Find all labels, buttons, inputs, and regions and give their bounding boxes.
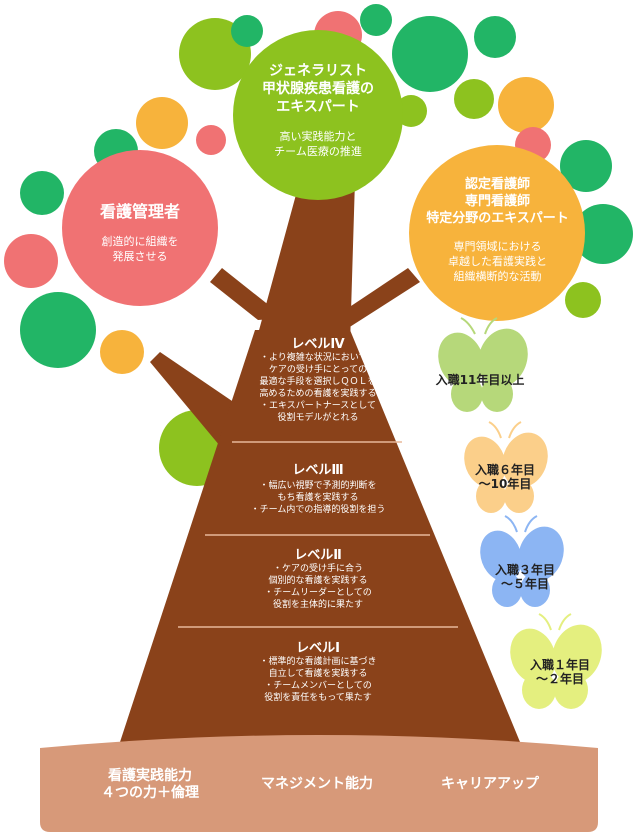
generalist-title-line: エキスパート [276, 99, 360, 115]
certified-title-line: 専門看護師 [464, 194, 530, 209]
base-label-line: ４つの力＋倫理 [101, 785, 199, 801]
level-2-desc-line: ・チームリーダーとしての [264, 588, 372, 598]
year-label-1-2: 入職１年目 ～２年目 [500, 658, 620, 686]
level-3-desc: ・幅広い視野で予測的判断を もち看護を実践する ・チーム内での指導的役割を担う [198, 480, 438, 516]
tree-base [40, 735, 598, 832]
decorative-dots [4, 4, 633, 486]
base-career-up: キャリアアップ [410, 776, 570, 793]
year-label-line: 入職３年目 [494, 563, 555, 577]
butterfly-icon [464, 421, 548, 513]
dot [20, 292, 96, 368]
level-2-desc-line: 役割を主体的に果たす [272, 600, 363, 610]
base-label-line: マネジメント能力 [261, 776, 373, 792]
certified-title-line: 認定看護師 [464, 177, 530, 192]
base-label-line: 看護実践能力 [108, 768, 192, 784]
level-1-title: レベルⅠ [296, 641, 340, 656]
manager-desc-line: 発展させる [112, 250, 168, 263]
tree-trunk [120, 330, 520, 742]
year-label-6-10: 入職６年目 ～10年目 [445, 463, 565, 491]
level-3-desc-line: ・チーム内での指導的役割を担う [250, 505, 386, 515]
manager-title-line: 看護管理者 [99, 202, 180, 221]
level-3-title: レベルⅢ [292, 463, 344, 478]
dot [474, 16, 516, 58]
generalist-title-line: 甲状腺疾患看護の [262, 81, 374, 97]
butterfly-icon [510, 613, 602, 709]
tree-branches [150, 180, 420, 470]
dot [136, 97, 188, 149]
butterfly-icon [480, 515, 564, 607]
generalist-desc-line: 高い実践能力と [279, 130, 357, 143]
dot [565, 282, 601, 318]
dot [454, 79, 494, 119]
year-label-line: ～５年目 [500, 577, 549, 591]
year-label-line: ～２年目 [535, 672, 584, 686]
level-4-desc-line: 役割モデルがとれる [277, 413, 359, 423]
dot [231, 15, 263, 47]
base-nursing-practice: 看護実践能力 ４つの力＋倫理 [70, 768, 230, 802]
butterfly-icon [438, 317, 528, 412]
certified-title-line: 特定分野のエキスパート [426, 211, 569, 226]
dot [360, 4, 392, 36]
level-2-title: レベルⅡ [294, 548, 342, 563]
generalist-title-line: ジェネラリスト [269, 63, 367, 79]
certified-desc-line: 卓越した看護実践と [448, 255, 547, 268]
manager-label: 看護管理者 創造的に組織を 発展させる [65, 202, 215, 264]
certified-desc-line: 専門領域における [453, 240, 542, 253]
level-4-desc-line: ケアの受け手にとっての [268, 365, 368, 375]
level-4-desc-line: 最適な手段を選択しＱＯＬを [259, 377, 377, 387]
level-4-title: レベルⅣ [291, 337, 345, 352]
base-management: マネジメント能力 [232, 776, 402, 793]
year-label-line: ～10年目 [478, 477, 532, 491]
manager-desc-line: 創造的に組織を [101, 235, 179, 248]
level-2-desc-line: ・ケアの受け手に合う [272, 564, 363, 574]
level-1-desc-line: 役割を責任をもって果たす [264, 693, 372, 703]
certified-circle [409, 145, 585, 321]
level-1-desc-line: 自立して看護を実践する [268, 669, 368, 679]
certified-desc-line: 組織横断的な活動 [453, 270, 542, 283]
dot [196, 125, 226, 155]
manager-circle [62, 150, 218, 306]
generalist-label: ジェネラリスト 甲状腺疾患看護の エキスパート 高い実践能力と チーム医療の推進 [233, 62, 403, 159]
dot [4, 234, 58, 288]
level-3-desc-line: もち看護を実践する [277, 493, 359, 503]
dot [573, 204, 633, 264]
year-label-3-5: 入職３年目 ～５年目 [465, 563, 585, 591]
generalist-desc-line: チーム医療の推進 [274, 145, 362, 158]
base-label-line: キャリアアップ [441, 776, 539, 792]
level-4-desc-line: ・より複雑な状況において、 [259, 353, 377, 363]
year-label-line: 入職１年目 [529, 658, 590, 672]
certified-label: 認定看護師 専門看護師 特定分野のエキスパート 専門領域における 卓越した看護実… [410, 176, 585, 284]
level-2-desc: ・ケアの受け手に合う 個別的な看護を実践する ・チームリーダーとしての 役割を主… [198, 563, 438, 611]
level-1-desc-line: ・標準的な看護計画に基づき [259, 657, 377, 667]
level-4-desc-line: 高めるための看護を実践する [259, 389, 377, 399]
level-4-desc-line: ・エキスパートナースとして [259, 401, 376, 411]
level-4-desc: ・より複雑な状況において、 ケアの受け手にとっての 最適な手段を選択しＱＯＬを … [198, 352, 438, 424]
level-1-desc: ・標準的な看護計画に基づき 自立して看護を実践する ・チームメンバーとしての 役… [198, 656, 438, 704]
generalist-circle [233, 30, 403, 200]
year-label-11-plus: 入職11年目以上 [405, 373, 555, 387]
level-1-desc-line: ・チームメンバーとしての [264, 681, 372, 691]
dot [560, 140, 612, 192]
level-3-desc-line: ・幅広い視野で予測的判断を [259, 481, 377, 491]
year-label-line: 入職６年目 [474, 463, 535, 477]
dot [20, 171, 64, 215]
level-2-desc-line: 個別的な看護を実践する [268, 576, 368, 586]
year-label-line: 入職11年目以上 [435, 373, 525, 387]
dot [395, 95, 427, 127]
dot [100, 330, 144, 374]
dot [498, 77, 554, 133]
dot [392, 16, 468, 92]
